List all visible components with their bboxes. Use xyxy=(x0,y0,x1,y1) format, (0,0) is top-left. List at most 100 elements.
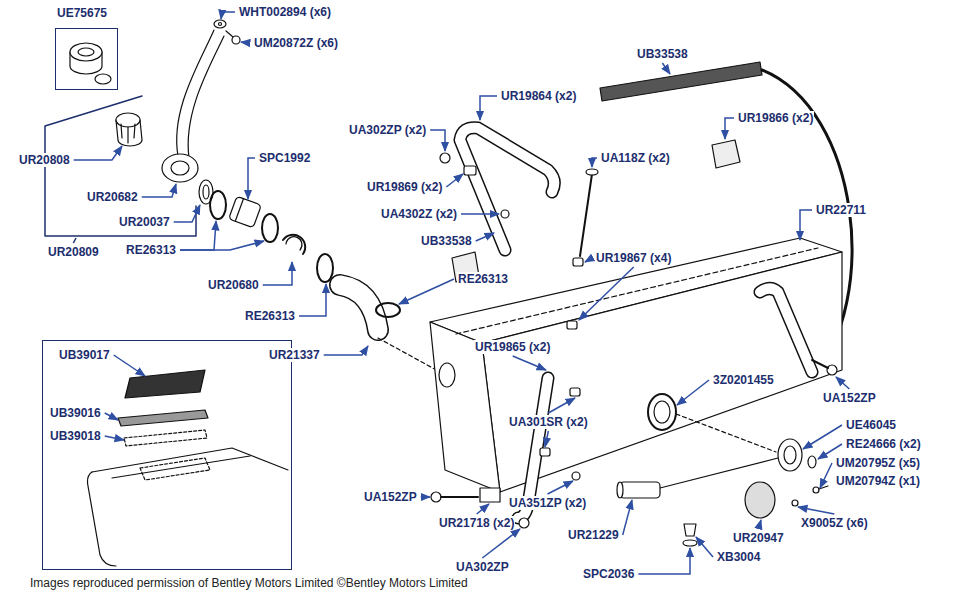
part-number: UR20682 xyxy=(86,190,139,204)
filler-neck xyxy=(226,31,233,37)
sender-unit xyxy=(617,482,623,498)
part-number: X9005Z (x6) xyxy=(800,516,869,530)
leader-arrow xyxy=(696,537,713,557)
leader-arrow xyxy=(585,258,592,262)
straps xyxy=(760,289,812,373)
part-number: UB39018 xyxy=(49,429,102,443)
leader-arrow xyxy=(114,355,145,376)
leader-arrow xyxy=(513,356,546,370)
leader-arrow xyxy=(263,262,292,285)
part-number: UR20809 xyxy=(47,245,100,259)
fuel-tank xyxy=(648,394,676,430)
hose-clamps xyxy=(340,285,378,330)
straps xyxy=(760,289,812,373)
filler-neck xyxy=(203,185,209,199)
straps xyxy=(460,128,554,250)
filler-neck xyxy=(116,20,240,204)
hose-clamps xyxy=(283,235,305,254)
fasteners xyxy=(431,153,837,528)
filler-neck xyxy=(177,30,214,156)
part-number: UM20872Z (x6) xyxy=(253,36,339,50)
part-number: UA152ZP xyxy=(363,490,418,504)
hose-clamps xyxy=(376,303,400,317)
leader-arrow xyxy=(592,158,597,167)
leader-arrow xyxy=(248,158,255,199)
fasteners xyxy=(540,448,550,456)
sender-unit xyxy=(745,482,775,518)
sender-unit xyxy=(784,446,796,464)
leader-arrow xyxy=(480,96,497,120)
filler-neck xyxy=(116,113,140,127)
fasteners xyxy=(441,496,478,498)
filler-neck xyxy=(127,127,128,143)
fasteners xyxy=(573,258,583,266)
part-number: UR20037 xyxy=(118,215,171,229)
part-number: RE26313 xyxy=(457,272,509,286)
part-number: SPC2036 xyxy=(582,567,635,581)
part-number: UB33538 xyxy=(420,234,473,248)
inset-drawing xyxy=(118,410,208,426)
filler-neck xyxy=(219,23,222,26)
part-number: XB3004 xyxy=(716,550,761,564)
leader-arrow xyxy=(105,413,118,420)
fuel-tank xyxy=(439,363,455,387)
leader-arrow xyxy=(299,284,326,316)
inset-drawing xyxy=(140,458,210,480)
leader-arrow xyxy=(623,500,632,535)
leader-arrow xyxy=(477,504,489,514)
fuel-tank xyxy=(676,414,776,452)
filler-neck xyxy=(134,124,135,138)
part-number: UR20808 xyxy=(18,153,71,167)
leader-arrow xyxy=(800,210,812,240)
leader-arrow xyxy=(638,548,690,574)
leader-arrow xyxy=(241,42,250,43)
part-number: UA302ZP (x2) xyxy=(348,123,427,137)
sender-unit xyxy=(808,456,816,468)
leader-arrow xyxy=(73,238,76,243)
leader-arrow xyxy=(105,436,124,440)
fasteners xyxy=(501,210,509,218)
part-number: UR19865 (x2) xyxy=(474,340,551,354)
part-number: UR20680 xyxy=(207,278,260,292)
leader-arrow xyxy=(74,146,122,160)
part-number: UA152ZP xyxy=(822,391,877,405)
part-number: UA4302Z (x2) xyxy=(380,207,458,221)
sender-unit xyxy=(617,439,828,546)
inset-drawing xyxy=(88,370,289,566)
hose-clamps xyxy=(229,196,262,227)
sender-unit xyxy=(683,540,697,546)
part-number: UA302ZP xyxy=(455,560,510,574)
fasteners xyxy=(812,360,828,368)
sender-unit xyxy=(620,482,660,498)
straps xyxy=(460,128,812,518)
part-number: UR19867 (x4) xyxy=(595,251,672,265)
leader-arrow xyxy=(476,233,494,241)
part-number: UA118Z (x2) xyxy=(600,151,671,165)
parts-illustration xyxy=(45,20,852,566)
fasteners xyxy=(827,365,837,375)
part-number: UB33538 xyxy=(636,47,689,61)
straps xyxy=(460,128,554,250)
leader-arrow xyxy=(430,130,445,151)
fuel-tank xyxy=(430,238,842,492)
hose-clamps xyxy=(286,237,302,250)
part-number: SPC1992 xyxy=(258,151,311,165)
fasteners xyxy=(431,492,441,502)
inset-drawing xyxy=(125,370,205,398)
filler-cap xyxy=(70,43,111,84)
part-number: UR21229 xyxy=(567,528,620,542)
pad xyxy=(712,140,740,168)
leader-arrow xyxy=(662,63,670,74)
leader-arrow xyxy=(803,425,842,449)
filler-cap xyxy=(95,74,111,84)
fuel-tank xyxy=(654,401,670,423)
sender-unit xyxy=(778,439,802,471)
part-number: UB39016 xyxy=(49,406,102,420)
hose-clamps xyxy=(317,254,333,282)
sender-unit xyxy=(660,458,778,488)
part-number: 3Z0201455 xyxy=(712,373,775,387)
leader-arrow xyxy=(725,118,734,139)
leader-arrow xyxy=(548,398,575,413)
fasteners xyxy=(464,166,476,175)
